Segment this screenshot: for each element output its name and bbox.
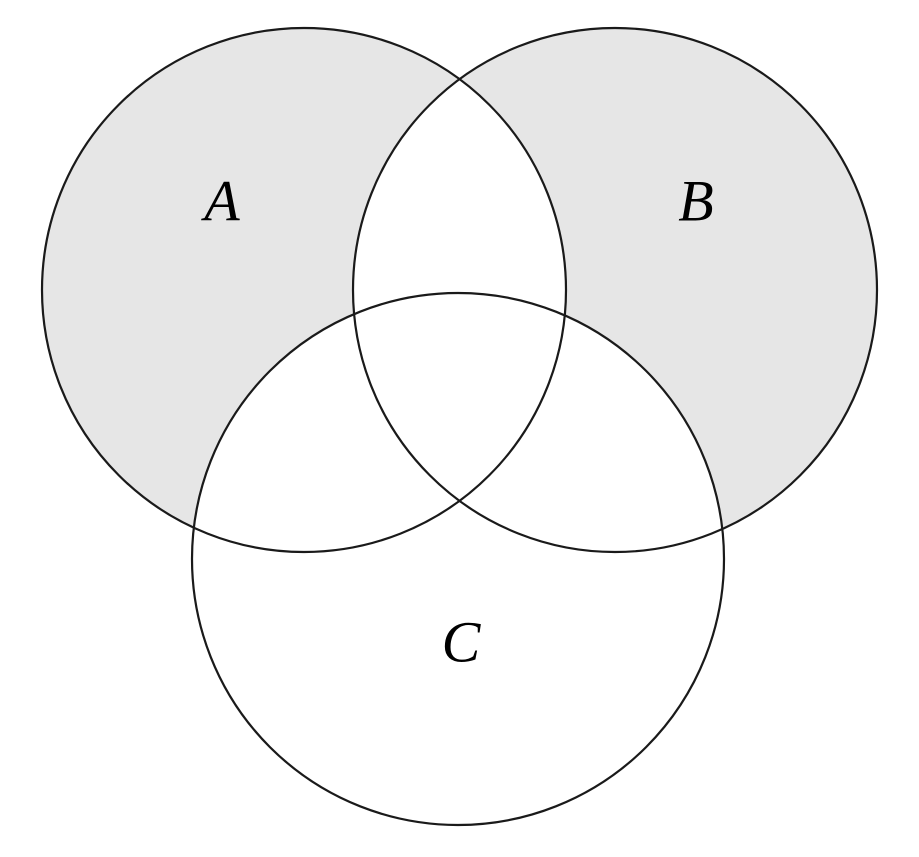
set-label-b: B <box>678 168 713 233</box>
circle-set-c[interactable] <box>190 291 726 827</box>
set-label-a: A <box>200 168 240 233</box>
set-label-c: C <box>442 609 482 674</box>
circle-set-a[interactable] <box>40 26 568 554</box>
circle-set-b[interactable] <box>351 26 879 554</box>
